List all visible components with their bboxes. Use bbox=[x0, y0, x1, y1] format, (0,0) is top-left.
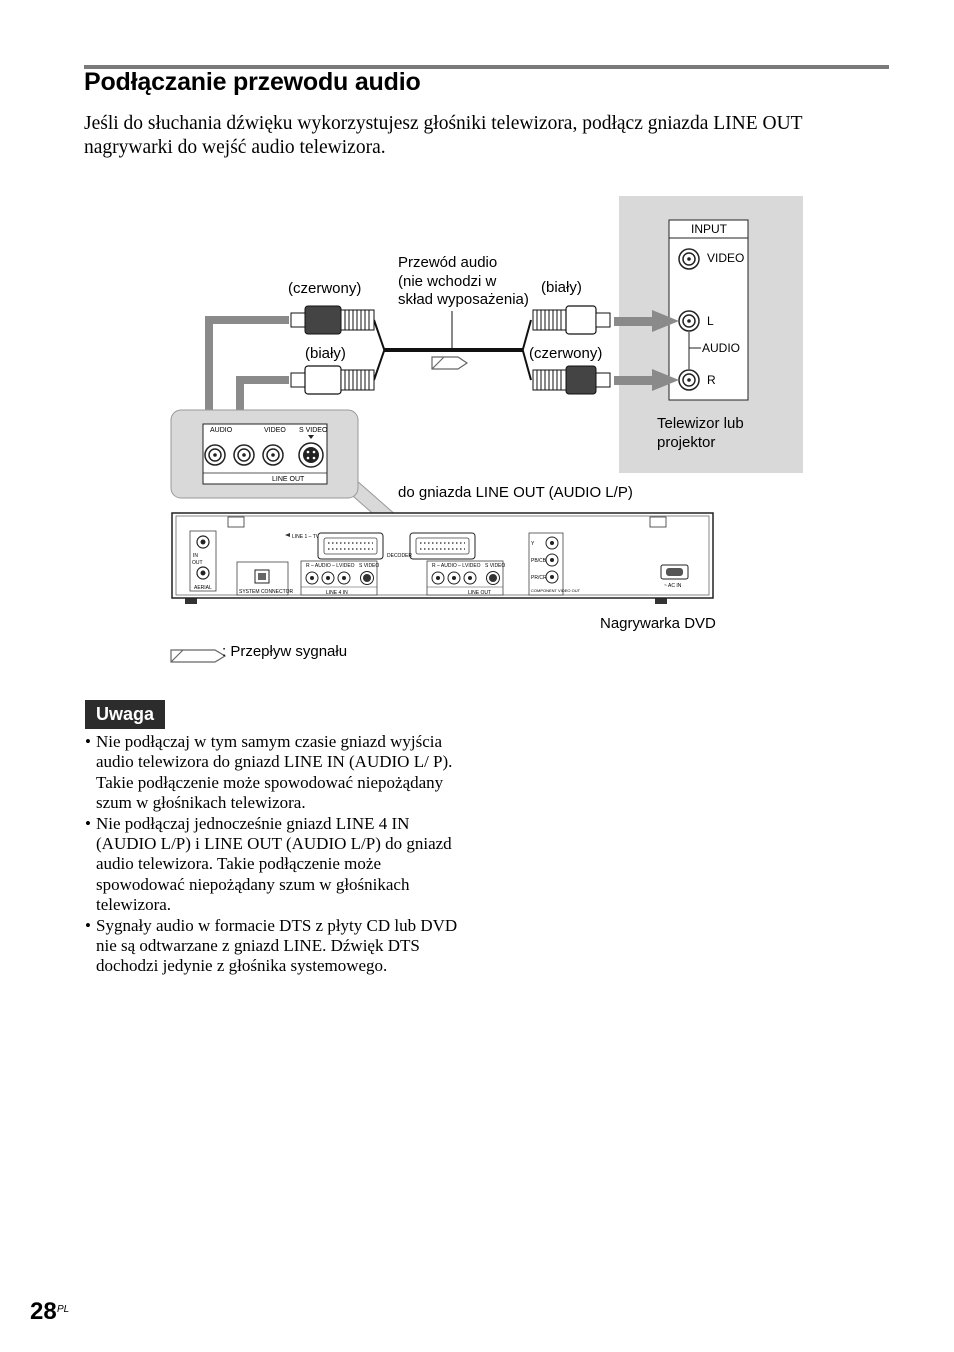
arrow-to-tv-l-icon bbox=[614, 310, 679, 332]
signal-flow-legend-icon bbox=[170, 649, 227, 663]
tv-audio-l-jack-icon bbox=[678, 310, 700, 332]
page-number: 28 bbox=[30, 1298, 57, 1325]
inset-video-label: VIDEO bbox=[264, 427, 286, 434]
arrow-to-tv-r-icon bbox=[614, 369, 679, 391]
intro-paragraph: Jeśli do słuchania dźwięku wykorzystujes… bbox=[84, 113, 803, 158]
svg-text:IN: IN bbox=[193, 553, 198, 559]
inset-svideo-jack-icon bbox=[298, 442, 324, 468]
inset-svideo-label: S VIDEO bbox=[299, 427, 328, 434]
svg-text:OUT: OUT bbox=[192, 560, 203, 566]
svg-text:LINE 4 IN: LINE 4 IN bbox=[326, 590, 348, 596]
tv-audio-r-jack-icon bbox=[678, 369, 700, 391]
svg-text:R – AUDIO – L: R – AUDIO – L bbox=[306, 563, 339, 569]
cable-label-line2: (nie wchodzi w bbox=[398, 273, 497, 290]
tv-l-label: L bbox=[707, 314, 714, 328]
tv-audio-label: AUDIO bbox=[702, 341, 740, 355]
section-title: Podłączanie przewodu audio bbox=[84, 68, 421, 96]
inset-video-jack-icon bbox=[262, 444, 284, 466]
svg-text:VIDEO: VIDEO bbox=[465, 563, 481, 569]
svg-text:S VIDEO: S VIDEO bbox=[485, 563, 505, 569]
svg-text:R – AUDIO – L: R – AUDIO – L bbox=[432, 563, 465, 569]
right-red-label: (czerwony) bbox=[529, 345, 602, 362]
note-item: Sygnały audio w formacie DTS z płyty CD … bbox=[84, 916, 469, 977]
note-item: Nie podłączaj w tym samym czasie gniazd … bbox=[84, 732, 469, 814]
svg-text:AERIAL: AERIAL bbox=[194, 585, 212, 591]
to-jack-label: do gniazda LINE OUT (AUDIO L/P) bbox=[398, 484, 633, 501]
right-red-plug-icon bbox=[532, 365, 611, 395]
svg-text:PR/CR: PR/CR bbox=[531, 575, 547, 581]
inset-line-out-label: LINE OUT bbox=[272, 476, 305, 483]
tv-video-label: VIDEO bbox=[707, 251, 744, 265]
inset-audio-label: AUDIO bbox=[210, 427, 233, 434]
left-red-plug-icon bbox=[290, 305, 375, 335]
tv-input-box bbox=[668, 219, 749, 401]
signal-flow-legend-label: : Przepływ sygnału bbox=[222, 643, 347, 660]
right-white-plug-icon bbox=[532, 305, 611, 335]
tv-r-label: R bbox=[707, 373, 716, 387]
tv-label-line1: Telewizor lub bbox=[657, 415, 744, 432]
page-language: PL bbox=[57, 1304, 70, 1315]
top-rule bbox=[84, 65, 889, 69]
svg-text:~ AC IN: ~ AC IN bbox=[664, 583, 682, 589]
connection-diagram: INPUT VIDEO L AUDIO R Telewizor lub proj… bbox=[170, 196, 803, 663]
right-white-label: (biały) bbox=[541, 279, 582, 296]
svg-text:LINE 1 – TV: LINE 1 – TV bbox=[292, 534, 320, 540]
note-item: Nie podłączaj jednocześnie gniazd LINE 4… bbox=[84, 814, 469, 916]
audio-cable-wires bbox=[373, 319, 532, 381]
svg-text:S VIDEO: S VIDEO bbox=[359, 563, 379, 569]
left-red-label: (czerwony) bbox=[288, 280, 361, 297]
svg-text:Y: Y bbox=[531, 541, 535, 547]
inset-audio-r-jack-icon bbox=[204, 444, 226, 466]
inset-audio-l-jack-icon bbox=[233, 444, 255, 466]
cable-label-line1: Przewód audio bbox=[398, 254, 497, 271]
left-white-plug-icon bbox=[290, 365, 375, 395]
tv-video-jack-icon bbox=[678, 248, 700, 270]
left-white-label: (biały) bbox=[305, 345, 346, 362]
cable-label-line3: skład wyposażenia) bbox=[398, 291, 529, 308]
svg-text:PB/CB: PB/CB bbox=[531, 558, 547, 564]
svg-text:VIDEO: VIDEO bbox=[339, 563, 355, 569]
note-heading: Uwaga bbox=[85, 700, 166, 729]
note-list: Nie podłączaj w tym samym czasie gniazd … bbox=[84, 732, 469, 977]
recorder-label: Nagrywarka DVD bbox=[600, 615, 716, 632]
tv-input-label: INPUT bbox=[691, 222, 728, 236]
svg-text:DECODER: DECODER bbox=[387, 553, 412, 559]
svg-text:COMPONENT VIDEO OUT: COMPONENT VIDEO OUT bbox=[531, 588, 581, 593]
cable-flow-arrow-icon bbox=[431, 356, 469, 370]
svg-text:LINE OUT: LINE OUT bbox=[468, 590, 491, 596]
svg-text:SYSTEM CONNECTOR: SYSTEM CONNECTOR bbox=[239, 589, 293, 595]
tv-label-line2: projektor bbox=[657, 434, 715, 451]
dvd-recorder-rear-panel: IN OUT AERIAL SYSTEM CONNECTOR LINE 1 – … bbox=[171, 512, 714, 604]
